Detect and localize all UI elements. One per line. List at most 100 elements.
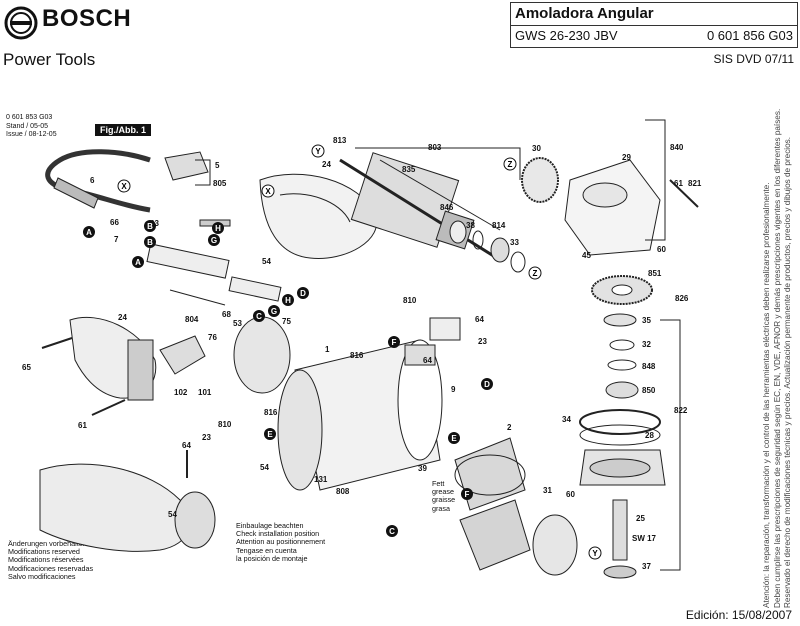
washer-33 (510, 251, 526, 273)
callout: 24 (118, 313, 127, 322)
callout: 54 (262, 257, 271, 266)
marker: F (465, 490, 470, 499)
callout: 38 (466, 221, 475, 230)
oring-34 (579, 409, 661, 435)
screw-61-right (669, 179, 699, 208)
bearing-850 (605, 381, 639, 399)
marker: E (451, 434, 457, 443)
callout: 61 (78, 421, 87, 430)
callout: 813 (333, 136, 347, 145)
brand-logo: BOSCH (4, 5, 131, 45)
bracket-5 (195, 159, 211, 186)
callout: 803 (428, 143, 442, 152)
front-housing (459, 499, 531, 571)
interference-capacitor (429, 317, 461, 341)
bearing-flange (532, 514, 578, 576)
bracket-822 (660, 319, 681, 571)
marker: H (215, 224, 221, 233)
gear-housing (564, 159, 661, 256)
callout: 846 (440, 203, 454, 212)
callout: SW 17 (632, 534, 657, 543)
callout: 102 (174, 388, 188, 397)
marker: Z (533, 269, 538, 278)
document-title: Amoladora Angular (515, 5, 654, 22)
callout: 33 (510, 238, 519, 247)
callout: 75 (282, 317, 291, 326)
doc-reference: SIS DVD 07/11 (713, 52, 794, 66)
callout: 810 (218, 420, 232, 429)
callout: 850 (642, 386, 656, 395)
figure-label: Fig./Abb. 1 (95, 124, 151, 136)
callout: 23 (478, 337, 487, 346)
callout: 68 (222, 310, 231, 319)
ring-28 (579, 424, 661, 446)
marker: D (484, 380, 490, 389)
screw-61 (91, 399, 126, 416)
callout: 64 (182, 441, 191, 450)
bracket-821 (645, 119, 666, 241)
screw-65 (41, 337, 73, 349)
callout: 76 (208, 333, 217, 342)
callout: 65 (22, 363, 31, 372)
power-plug (164, 151, 209, 181)
callout: 822 (674, 406, 688, 415)
part-callouts: 5 805 6 66 63 7 24 813 803 835 846 38 81… (22, 136, 702, 571)
marker: B (147, 238, 153, 247)
brand-name: BOSCH (42, 5, 132, 32)
rear-housing (259, 173, 378, 259)
spring-848 (607, 359, 637, 371)
callout: 35 (642, 316, 651, 325)
callout: 64 (475, 315, 484, 324)
marker: Y (592, 549, 598, 558)
power-cable (45, 149, 151, 213)
marker: C (256, 312, 262, 321)
callout: 61 (674, 179, 683, 188)
callout: 848 (642, 362, 656, 371)
marker: A (86, 228, 92, 237)
marker: G (211, 236, 217, 245)
callout: 45 (582, 251, 591, 260)
callout: 810 (403, 296, 417, 305)
callout: 851 (648, 269, 662, 278)
callout: 34 (562, 415, 571, 424)
marker: C (389, 527, 395, 536)
callout: 101 (198, 388, 212, 397)
switch-lever (228, 276, 282, 302)
callout: 28 (645, 431, 654, 440)
callout: 814 (492, 221, 506, 230)
field-coil (233, 316, 291, 394)
callout: 805 (213, 179, 227, 188)
callout: 840 (670, 143, 684, 152)
bevel-gear (521, 157, 559, 203)
callout: 39 (418, 464, 427, 473)
ring-38 (472, 230, 484, 250)
callout: 54 (260, 463, 269, 472)
callout: 24 (322, 160, 331, 169)
marker: B (147, 222, 153, 231)
callout: 826 (675, 294, 689, 303)
callout: 25 (636, 514, 645, 523)
marker: F (392, 338, 397, 347)
callout: 2 (507, 423, 512, 432)
callout: 37 (642, 562, 651, 571)
callout: 804 (185, 315, 199, 324)
tool-cutaway (39, 463, 191, 552)
marker: Z (508, 160, 513, 169)
bosch-armature-icon (4, 6, 38, 40)
marker: X (121, 182, 127, 191)
callout: 816 (350, 351, 364, 360)
callout: 1 (325, 345, 330, 354)
callout: 5 (215, 161, 220, 170)
callout: 29 (622, 153, 631, 162)
callout: 30 (532, 144, 541, 153)
switch-slide (146, 243, 230, 279)
marker: G (271, 307, 277, 316)
connection-markers: X B B A A Y X Z Z H G C G H D F E D E F … (83, 144, 602, 560)
callout: 816 (264, 408, 278, 417)
callout: 131 (314, 475, 328, 484)
nut-35 (603, 313, 637, 327)
flange-37 (603, 565, 637, 579)
callout: 6 (90, 176, 95, 185)
